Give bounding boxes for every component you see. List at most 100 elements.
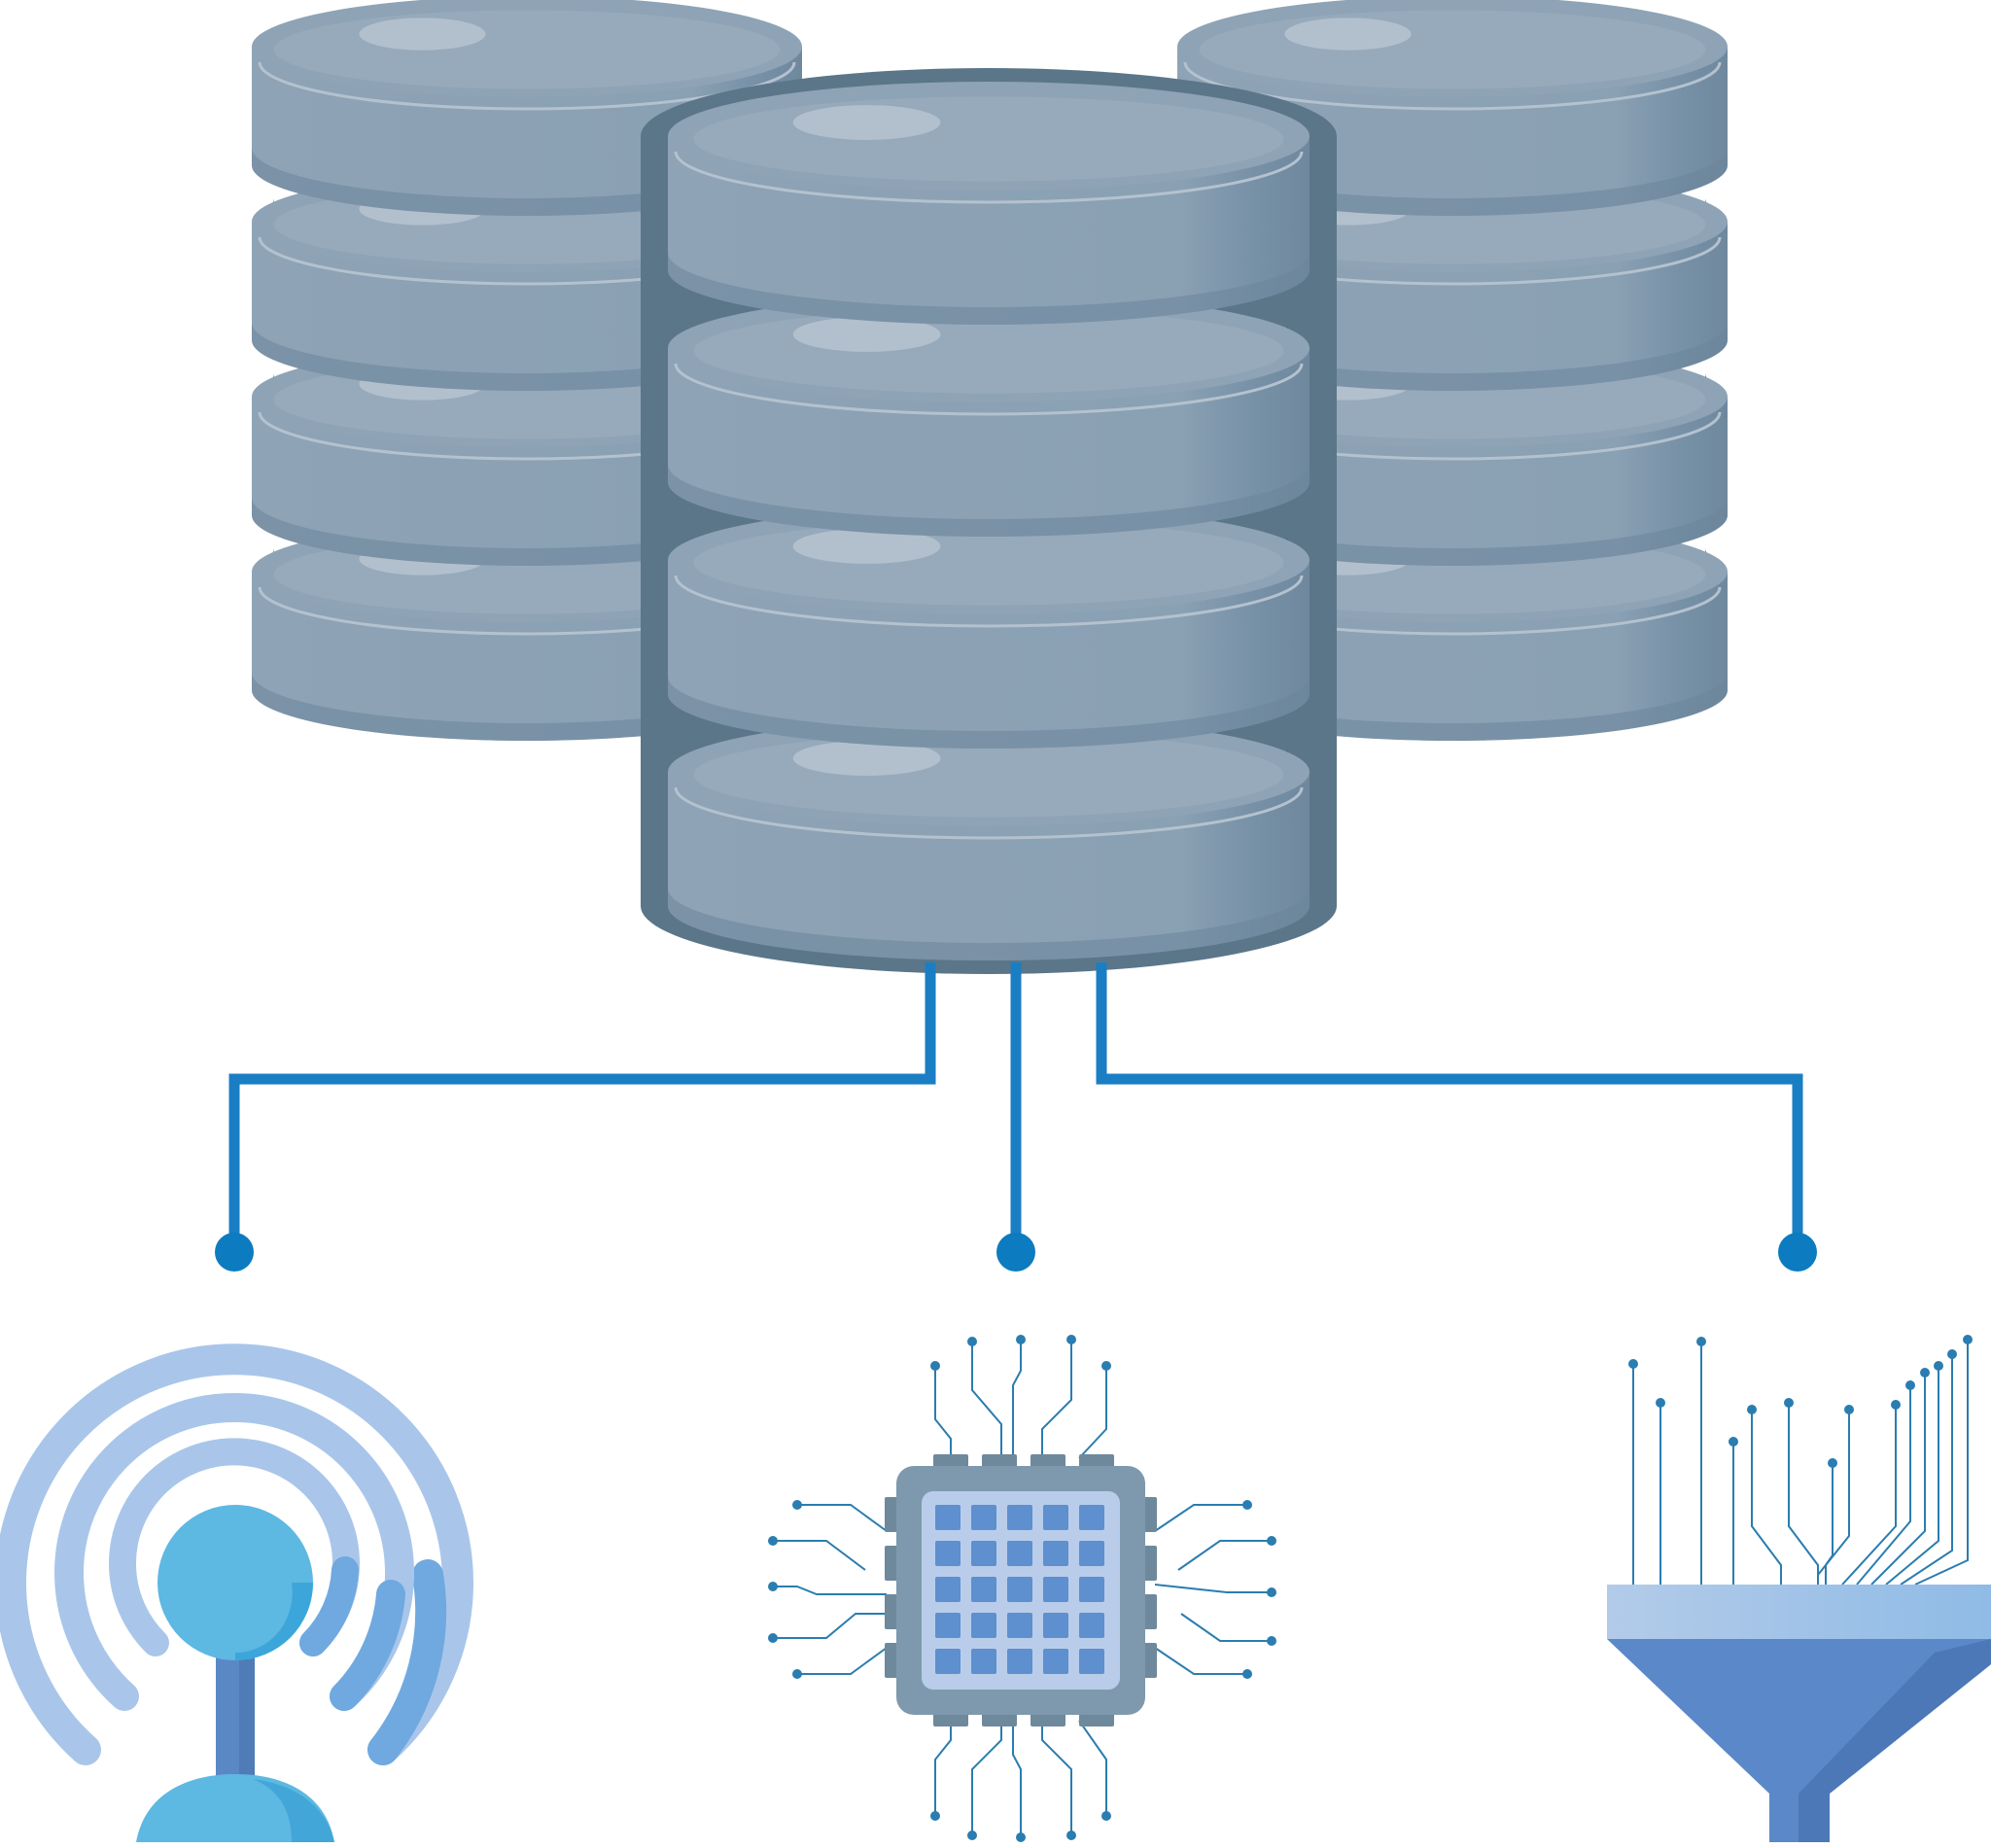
- database-stack-center: [641, 68, 1337, 974]
- chip-dot-bottom-0: [930, 1811, 940, 1821]
- db-center-disk-1-rim: [674, 363, 1304, 416]
- chip-cell: [1079, 1541, 1104, 1566]
- chip-dot-left-1: [768, 1536, 778, 1546]
- db-left-disk-0-highlight: [359, 17, 486, 51]
- funnel-dot-1: [1656, 1398, 1665, 1408]
- chip-dot-top-2: [1016, 1335, 1026, 1344]
- funnel-trace-8: [1841, 1405, 1897, 1586]
- chip-cell: [1007, 1541, 1032, 1566]
- db-center-disk-2-highlight: [792, 529, 941, 564]
- chip-cell: [1007, 1613, 1032, 1638]
- db-left-disk-0-top-inner: [273, 10, 781, 89]
- funnel-dot-6: [1828, 1458, 1837, 1468]
- funnel-trace-10: [1870, 1373, 1926, 1586]
- chip-dot-bottom-2: [1016, 1832, 1026, 1842]
- chip-trace-top-3: [1041, 1340, 1072, 1458]
- db-center-disk-2: [668, 506, 1310, 749]
- chip-trace-top-2: [1012, 1340, 1022, 1458]
- chip-trace-left-2: [773, 1586, 887, 1595]
- funnel-body: [1607, 1639, 1991, 1842]
- chip-dot-right-2: [1267, 1587, 1276, 1597]
- db-center-disk-2-side: [668, 560, 1310, 749]
- chip-cell: [971, 1649, 996, 1674]
- db-center-disk-0-rim: [674, 151, 1304, 204]
- wifi-arc-middle-shade: [330, 1580, 405, 1711]
- chip-cell: [1079, 1577, 1104, 1602]
- db-center-disk-0: [668, 82, 1310, 325]
- db-center-disk-0-top-inner: [693, 96, 1284, 182]
- funnel-trace-5: [1788, 1403, 1819, 1585]
- chip-trace-right-1: [1177, 1540, 1272, 1571]
- chip-dot-bottom-3: [1066, 1831, 1076, 1840]
- chip-cell: [1043, 1649, 1068, 1674]
- chip-trace-right-0: [1154, 1504, 1247, 1532]
- funnel-trace-13: [1914, 1340, 1969, 1586]
- chip-dot-left-0: [792, 1500, 802, 1510]
- chip-cell: [935, 1649, 961, 1674]
- funnel-dot-11: [1934, 1361, 1943, 1371]
- db-center-disk-3-rim: [674, 786, 1304, 840]
- funnel-trace-6: [1825, 1463, 1834, 1585]
- chip-trace-bottom-0: [934, 1721, 952, 1816]
- chip-trace-bottom-3: [1041, 1721, 1072, 1835]
- chip-dot-right-1: [1267, 1536, 1276, 1546]
- chip-trace-left-3: [773, 1613, 887, 1639]
- wifi-arc-outer: [0, 1343, 473, 1765]
- funnel-dot-13: [1963, 1335, 1973, 1344]
- db-center-disk-1-highlight: [792, 317, 941, 352]
- chip-cell: [1007, 1505, 1032, 1530]
- chip-trace-left-1: [773, 1540, 866, 1571]
- funnel-dot-7: [1844, 1405, 1854, 1414]
- chip-cell: [1043, 1541, 1068, 1566]
- funnel-dot-8: [1891, 1400, 1901, 1410]
- db-center-disk-1: [668, 294, 1310, 537]
- db-center-disk-3: [668, 717, 1310, 960]
- chip-trace-top-1: [971, 1342, 1002, 1458]
- funnel-dot-2: [1696, 1337, 1706, 1346]
- chip-trace-right-2: [1154, 1584, 1272, 1593]
- wireless-antenna-icon: [0, 1343, 473, 1765]
- chip-cell: [935, 1613, 961, 1638]
- wifi-arc-outer-shade: [367, 1559, 447, 1765]
- chip-cell: [1043, 1505, 1068, 1530]
- db-right-disk-0-top-inner: [1199, 10, 1706, 89]
- db-center-disk-2-rim: [674, 575, 1304, 628]
- chip-trace-right-3: [1180, 1613, 1272, 1642]
- funnel-dot-9: [1905, 1380, 1915, 1390]
- chip-dot-left-3: [768, 1633, 778, 1643]
- db-center-disk-2-shade: [668, 677, 1310, 749]
- chip-dot-top-1: [967, 1337, 977, 1346]
- chip-cell: [971, 1613, 996, 1638]
- db-right-disk-0-rim: [1183, 61, 1722, 111]
- chip-trace-bottom-1: [971, 1721, 1002, 1835]
- chip-cell: [1079, 1505, 1104, 1530]
- chip-trace-bottom-2: [1012, 1721, 1022, 1837]
- db-center-disk-0-shade: [668, 253, 1310, 325]
- connector-left: [228, 962, 936, 1235]
- db-right-disk-0-highlight: [1284, 17, 1412, 51]
- chip-cell: [971, 1577, 996, 1602]
- db-center-disk-1-shade: [668, 465, 1310, 537]
- antenna-icon: [136, 1505, 334, 1842]
- funnel-trace-dots: [1628, 1335, 1973, 1468]
- antenna-head: [157, 1505, 313, 1660]
- chip-cells: [935, 1505, 1104, 1674]
- chip-dot-right-0: [1242, 1500, 1252, 1510]
- db-center-disk-3-shade: [668, 889, 1310, 960]
- chip-trace-left-4: [797, 1647, 888, 1675]
- funnel-dot-5: [1784, 1398, 1794, 1408]
- chip-cell: [1007, 1649, 1032, 1674]
- chip-dot-right-3: [1267, 1636, 1276, 1646]
- connector-lines: [228, 962, 1803, 1235]
- chip-dot-left-4: [792, 1669, 802, 1679]
- chip-dot-top-3: [1066, 1335, 1076, 1344]
- chip-cell: [935, 1505, 961, 1530]
- funnel-dot-12: [1947, 1349, 1957, 1359]
- chip-dot-bottom-4: [1101, 1811, 1111, 1821]
- chip-cell: [1043, 1613, 1068, 1638]
- funnel-trace-11: [1885, 1366, 1939, 1586]
- chip-cell: [935, 1577, 961, 1602]
- connector-node-left: [215, 1233, 254, 1272]
- funnel-traces: [1632, 1340, 1969, 1586]
